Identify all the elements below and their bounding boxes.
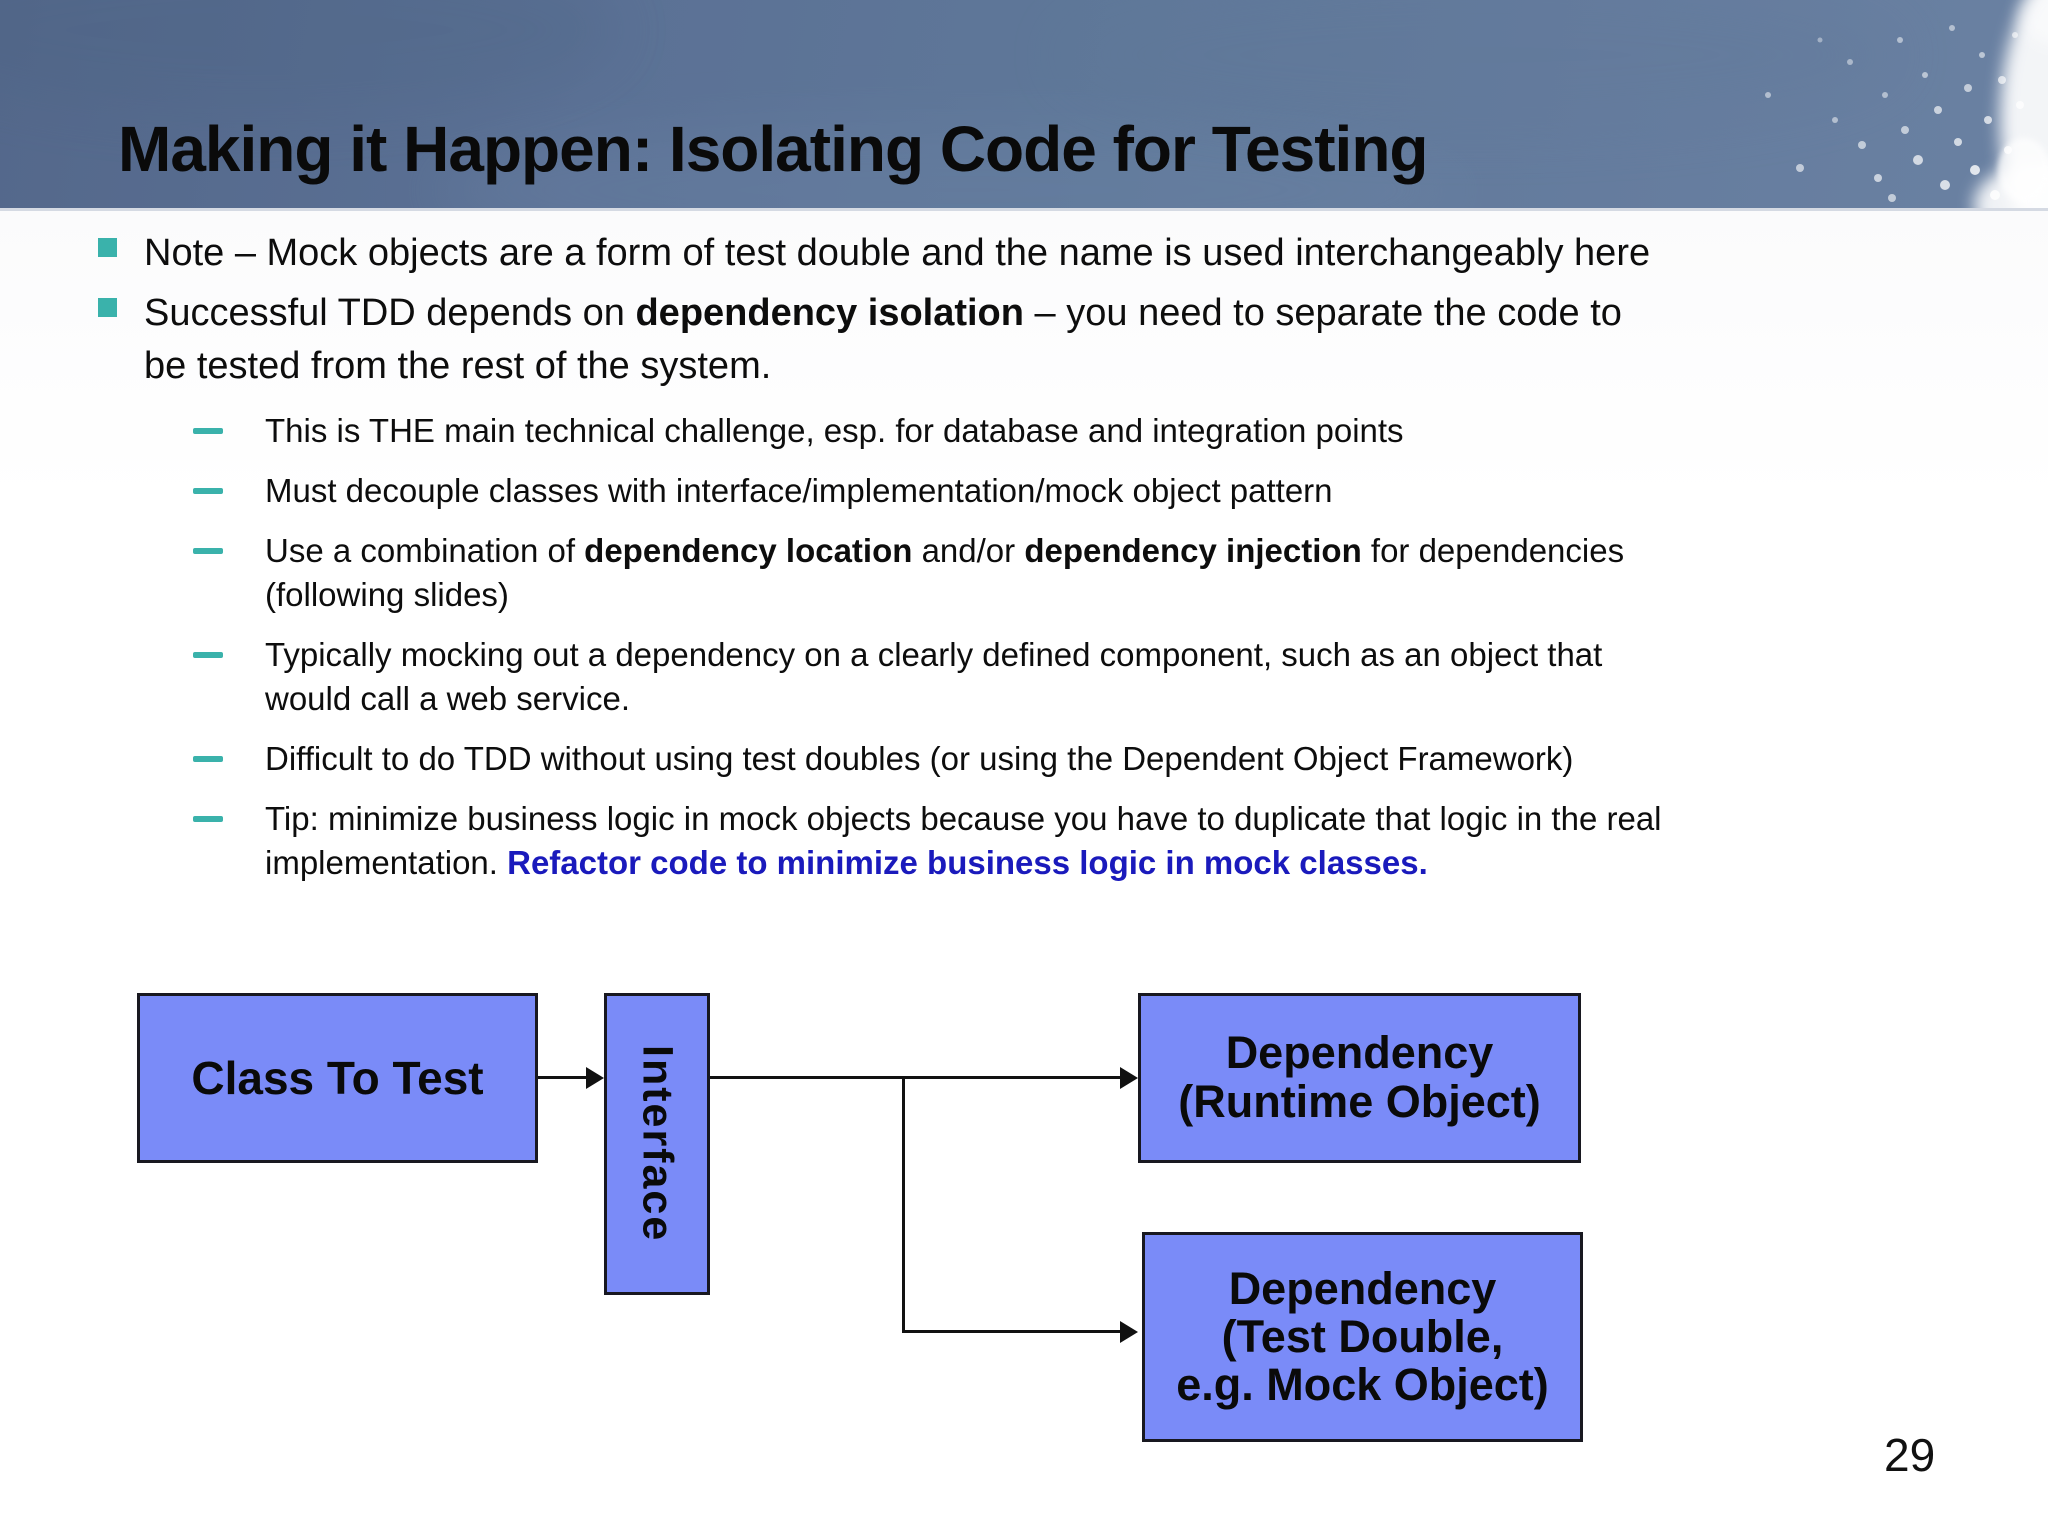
class-to-test-box: Class To Test [137, 993, 538, 1163]
text-segment: dependency isolation [635, 292, 1024, 334]
connector-interface-to-runtime [710, 1076, 1122, 1079]
slide-header: Making it Happen: Isolating Code for Tes… [0, 0, 2048, 211]
bullet-item: Successful TDD depends on dependency iso… [98, 287, 1978, 393]
dependency-test-double-label: Dependency (Test Double, e.g. Mock Objec… [1176, 1262, 1549, 1411]
text-segment: Successful TDD depends on [144, 292, 636, 334]
dash-bullet-marker [193, 756, 223, 762]
connector-class-to-interface [538, 1076, 592, 1079]
interface-box: Interface [604, 993, 710, 1295]
text-segment: Difficult to do TDD without using test d… [265, 740, 1574, 777]
text-segment: Must decouple classes with interface/imp… [265, 472, 1333, 509]
foam-edge [1974, 0, 2048, 208]
text-segment: This is THE main technical challenge, es… [265, 412, 1404, 449]
dash-bullet-marker [193, 428, 223, 434]
text-segment: dependency injection [1024, 532, 1362, 569]
arrowhead-into-interface [586, 1067, 604, 1089]
bullet-text: Use a combination of dependency location… [265, 529, 1624, 617]
water-droplets [1765, 25, 2024, 202]
square-bullet-marker [98, 238, 117, 257]
arrowhead-into-test-double [1120, 1321, 1138, 1343]
dependency-runtime-label: Dependency (Runtime Object) [1178, 1027, 1541, 1127]
bullet-text: Must decouple classes with interface/imp… [265, 469, 1333, 513]
interface-label: Interface [633, 1045, 682, 1243]
cloud-texture [0, 0, 1900, 208]
bullet-text: Note – Mock objects are a form of test d… [144, 227, 1650, 280]
sub-bullet-item: Typically mocking out a dependency on a … [193, 633, 1978, 721]
bullet-text: Typically mocking out a dependency on a … [265, 633, 1602, 721]
text-segment: Refactor code to minimize business logic… [507, 844, 1428, 881]
sub-bullet-item: Must decouple classes with interface/imp… [193, 469, 1978, 513]
bullet-text: Tip: minimize business logic in mock obj… [265, 797, 1662, 885]
text-segment: – you need to separate the code to be te… [144, 292, 1622, 387]
text-segment: for dependencies (following slides) [265, 532, 1625, 613]
arrowhead-into-runtime [1120, 1067, 1138, 1089]
text-segment: Use a combination of [265, 532, 585, 569]
sub-bullet-item: Use a combination of dependency location… [193, 529, 1978, 617]
square-bullet-marker [98, 298, 117, 317]
class-to-test-label: Class To Test [191, 1052, 484, 1104]
dash-bullet-marker [193, 816, 223, 822]
bullet-item: Note – Mock objects are a form of test d… [98, 227, 1978, 280]
slide-body: Note – Mock objects are a form of test d… [0, 211, 2048, 1536]
bullet-text: This is THE main technical challenge, es… [265, 409, 1404, 453]
connector-branch-vertical [902, 1076, 905, 1333]
water-spray-decoration [0, 0, 2048, 208]
text-segment: Tip: minimize business logic in mock obj… [265, 800, 1662, 881]
text-segment: and/or [912, 532, 1025, 569]
bullet-text: Successful TDD depends on dependency iso… [144, 287, 1622, 393]
sub-bullet-item: This is THE main technical challenge, es… [193, 409, 1978, 453]
dash-bullet-marker [193, 488, 223, 494]
page-number: 29 [1884, 1429, 1936, 1481]
bullet-list: Note – Mock objects are a form of test d… [98, 227, 1978, 885]
dash-bullet-marker [193, 652, 223, 658]
dependency-test-double-box: Dependency (Test Double, e.g. Mock Objec… [1142, 1232, 1583, 1442]
slide-title: Making it Happen: Isolating Code for Tes… [118, 113, 1428, 185]
text-segment: dependency location [584, 532, 913, 569]
dash-bullet-marker [193, 548, 223, 554]
text-segment: Note – Mock objects are a form of test d… [144, 232, 1651, 274]
connector-branch-to-test-double [902, 1330, 1122, 1333]
dependency-runtime-box: Dependency (Runtime Object) [1138, 993, 1581, 1163]
bullet-text: Difficult to do TDD without using test d… [265, 737, 1573, 781]
sub-bullet-item: Tip: minimize business logic in mock obj… [193, 797, 1978, 885]
sub-bullet-item: Difficult to do TDD without using test d… [193, 737, 1978, 781]
text-segment: Typically mocking out a dependency on a … [265, 636, 1603, 717]
